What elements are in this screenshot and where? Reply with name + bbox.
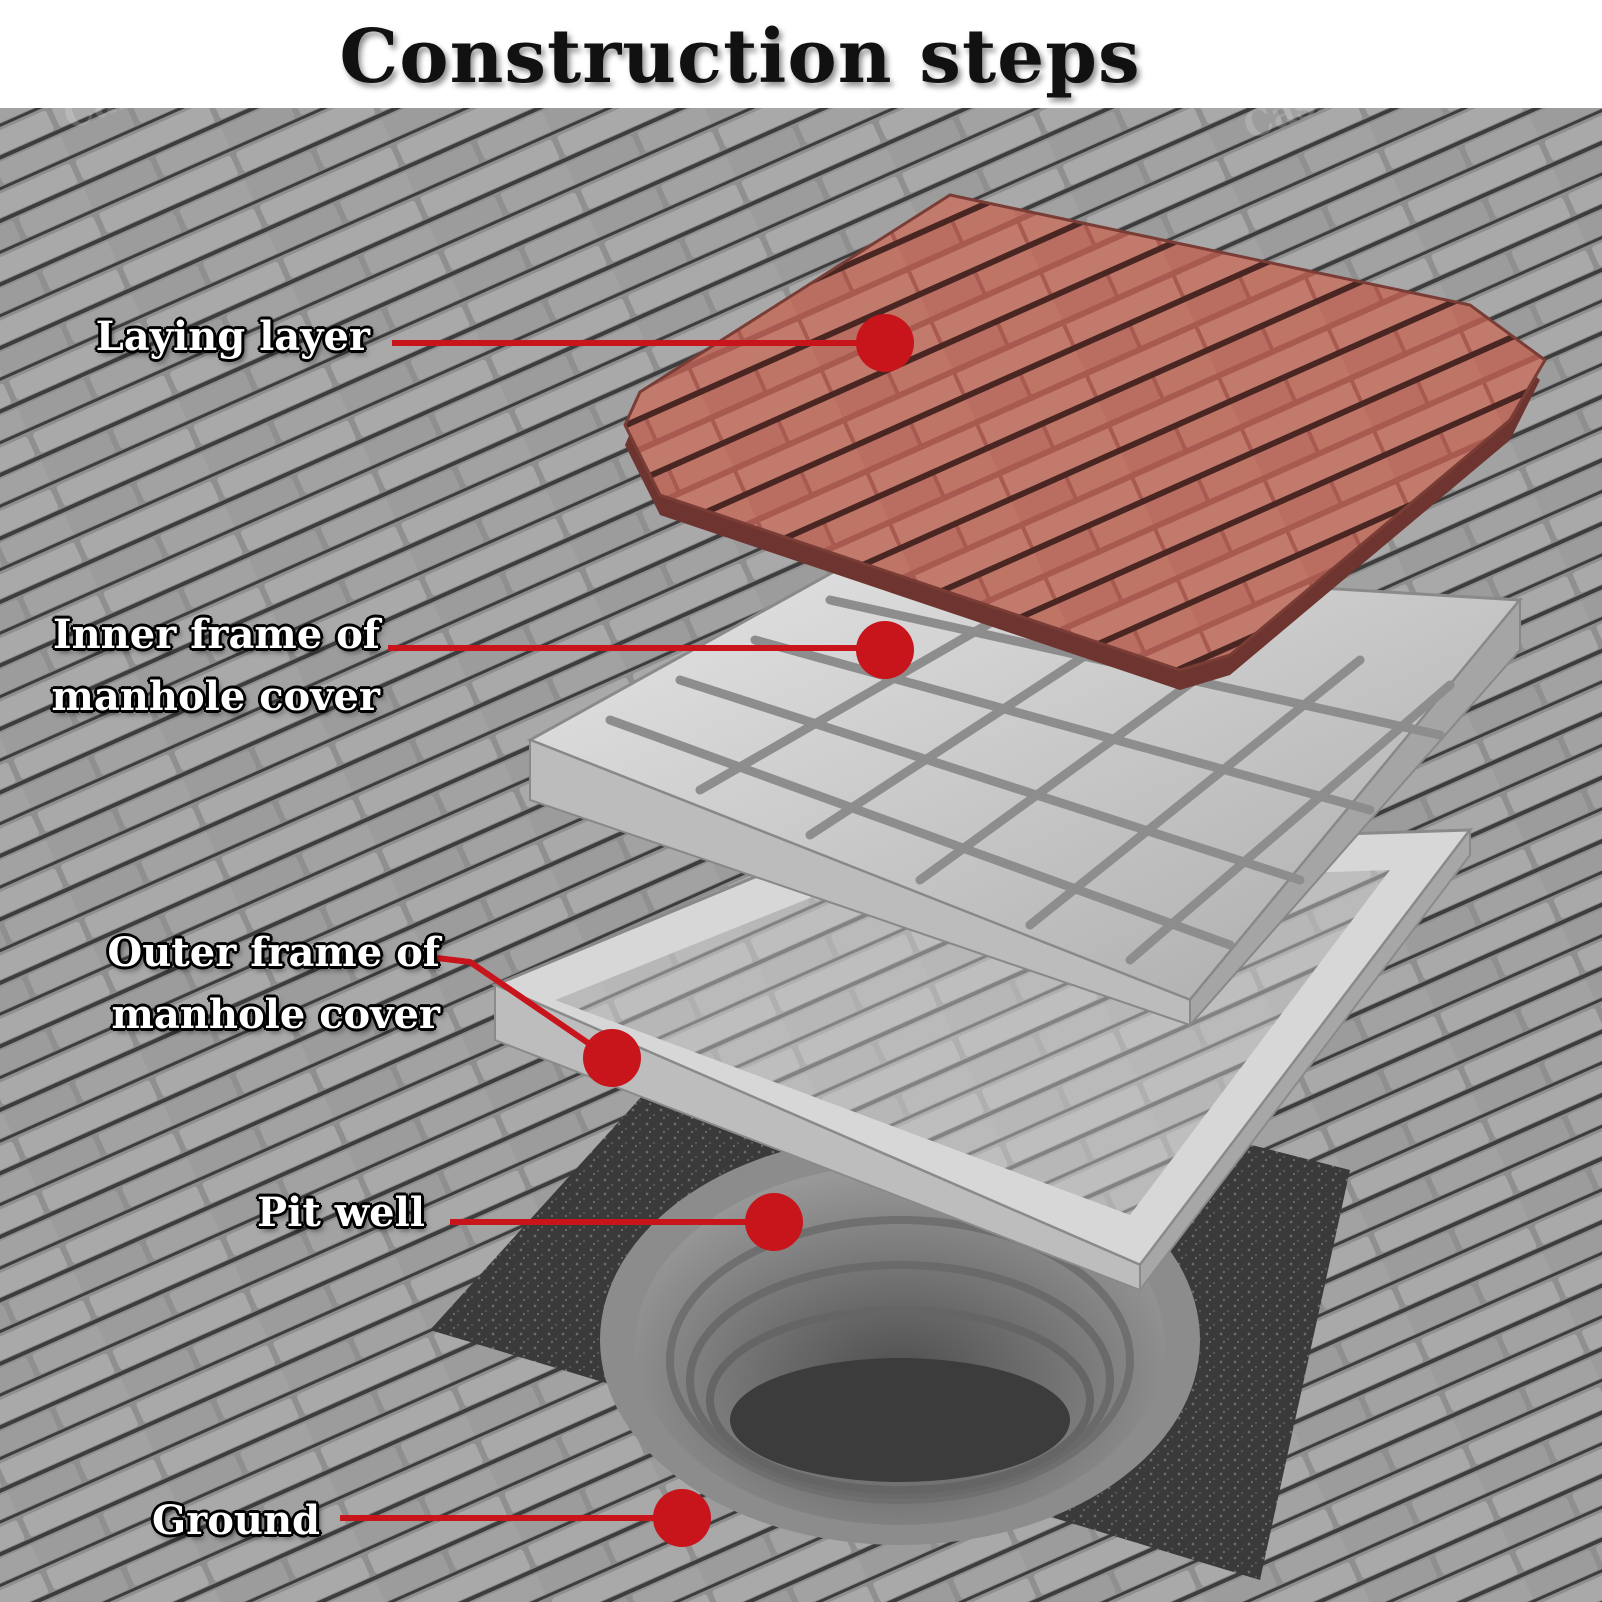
- label-pit-well: Pit well: [257, 1189, 425, 1236]
- label-outer-frame: Outer frame of manhole cover: [107, 929, 440, 1038]
- label-ground: Ground: [151, 1497, 320, 1544]
- leader-inner-frame: [388, 621, 914, 679]
- leader-ground: [340, 1489, 711, 1547]
- label-inner-frame: Inner frame of manhole cover: [51, 611, 380, 720]
- inner-frame: [526, 558, 1524, 1028]
- leader-pit-well: [450, 1193, 803, 1251]
- laying-layer: [623, 193, 1547, 690]
- label-laying-layer: Laying layer: [95, 313, 370, 360]
- page-title: Construction steps: [339, 14, 1141, 100]
- leader-laying-layer: [392, 314, 914, 372]
- leader-outer-frame: [436, 955, 641, 1087]
